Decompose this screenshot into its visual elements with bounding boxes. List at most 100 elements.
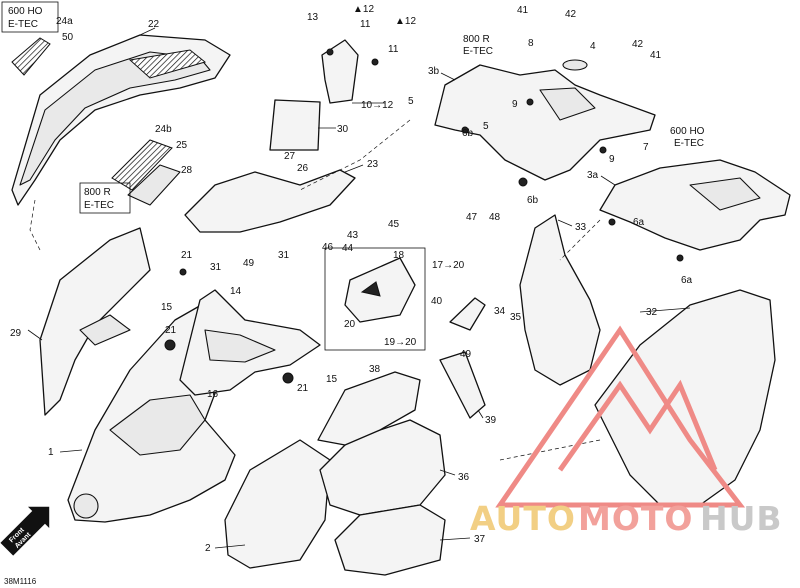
callout-22: 22: [148, 19, 160, 30]
part-38-side-panel: [317, 371, 421, 446]
callout-46: 46: [322, 242, 334, 253]
callout-42b: 42: [632, 39, 644, 50]
callout-6a-2: 6a: [681, 275, 693, 286]
watermark-triangle-logo: [495, 325, 746, 508]
callout-12a: ▲12: [353, 4, 374, 15]
callout-36: 36: [458, 472, 470, 483]
callout-14: 14: [230, 286, 242, 297]
callout-20: 20: [344, 319, 356, 330]
callout-49b: 49: [460, 349, 472, 360]
part-23-dash-support: [184, 169, 356, 233]
callout-3b: 3b: [428, 66, 440, 77]
callout-5b: 5: [483, 121, 489, 132]
callout-39: 39: [485, 415, 497, 426]
callout-13: 13: [307, 12, 319, 23]
note-box-600ho: 600 HO E-TEC: [1, 1, 59, 33]
callout-3a: 3a: [587, 170, 599, 181]
part-24a-vent: [11, 37, 51, 76]
callout-23: 23: [367, 159, 379, 170]
part-2-nose: [224, 439, 331, 569]
callout-21c: 21: [297, 383, 309, 394]
callout-27: 27: [284, 151, 296, 162]
callout-30: 30: [337, 124, 349, 135]
callout-6b-2: 6b: [527, 195, 539, 206]
callout-6a-1: 6a: [633, 217, 645, 228]
callout-25: 25: [176, 140, 188, 151]
watermark-auto: AUTO: [470, 499, 576, 538]
callout-21b: 21: [165, 325, 177, 336]
callout-17: 17→20: [432, 260, 465, 271]
part-30-cover: [269, 99, 321, 151]
callout-15a: 15: [161, 302, 173, 313]
callout-41a: 41: [517, 5, 529, 16]
callout-26: 26: [297, 163, 309, 174]
callout-35: 35: [510, 312, 522, 323]
part-24b-vent: [111, 139, 181, 206]
part-10-bracket: [321, 39, 359, 104]
callout-31a: 31: [210, 262, 222, 273]
watermark-wordmark: AUTO MOTO HUB: [470, 499, 783, 538]
callout-18: 18: [393, 250, 405, 261]
callout-45: 45: [388, 219, 400, 230]
diagram-code: 38M1116: [4, 577, 37, 586]
callout-50: 50: [62, 32, 74, 43]
callout-15b: 15: [326, 374, 338, 385]
callout-11b: 11: [388, 44, 399, 55]
callout-9b: 9: [609, 154, 615, 165]
callout-7: 7: [643, 142, 649, 153]
callout-47: 47: [466, 212, 478, 223]
callout-24b: 24b: [155, 124, 172, 135]
fasteners: [164, 48, 684, 384]
callout-40: 40: [431, 296, 443, 307]
callout-4: 4: [590, 41, 596, 52]
note-800r-line2: E-TEC: [84, 200, 114, 211]
callout-24a: 24a: [56, 16, 73, 27]
part-39-strip: [439, 351, 486, 419]
label-800r-line1: 800 R: [463, 34, 490, 45]
callout-37: 37: [474, 534, 486, 545]
note-800r-line1: 800 R: [84, 187, 111, 198]
part-22-upper-panel: [11, 34, 231, 206]
part-3b-panel: [434, 59, 656, 181]
callout-42a: 42: [565, 9, 577, 20]
callout-49a: 49: [243, 258, 255, 269]
callout-11a: 11: [360, 19, 371, 30]
label-600ho-line2: E-TEC: [674, 138, 704, 149]
label-800r-line2: E-TEC: [463, 46, 493, 57]
part-33-fairing-bracket: [519, 214, 601, 386]
callout-8: 8: [528, 38, 534, 49]
part-40-wedge: [449, 297, 486, 331]
callout-5a: 5: [408, 96, 414, 107]
callout-38: 38: [369, 364, 381, 375]
callout-2: 2: [205, 543, 211, 554]
callout-29: 29: [10, 328, 22, 339]
watermark-moto: MOTO: [578, 499, 693, 538]
part-3a-panel: [599, 159, 791, 251]
watermark-hub: HUB: [700, 499, 783, 538]
part-29-left-panel: [39, 227, 151, 416]
callout-32: 32: [646, 307, 658, 318]
callout-31b: 31: [278, 250, 290, 261]
callout-43: 43: [347, 230, 359, 241]
callout-9a: 9: [512, 99, 518, 110]
part-37-lower-panel: [334, 504, 446, 576]
callout-16: 16: [207, 389, 219, 400]
callouts: 1 2 3a 3b 4 5 5 6a 6a 6b 6b 7 8 9 9 10→1…: [4, 4, 693, 586]
callout-34: 34: [494, 306, 506, 317]
callout-48: 48: [489, 212, 501, 223]
callout-28: 28: [181, 165, 193, 176]
note-box-800r: 800 R E-TEC: [79, 182, 131, 214]
callout-41b: 41: [650, 50, 662, 61]
label-600ho-line1: 600 HO: [670, 126, 705, 137]
note-600ho-line2: E-TEC: [8, 19, 38, 30]
callout-12b: ▲12: [395, 16, 416, 27]
note-600ho-line1: 600 HO: [8, 6, 43, 17]
leader-lines: [27, 27, 691, 549]
callout-19: 19→20: [384, 337, 417, 348]
front-arrow: Front Avant: [0, 506, 50, 556]
part-14-bracket: [179, 289, 321, 396]
callout-44: 44: [342, 243, 354, 254]
callout-21a: 21: [181, 250, 193, 261]
callout-6b-1: 6b: [462, 128, 474, 139]
